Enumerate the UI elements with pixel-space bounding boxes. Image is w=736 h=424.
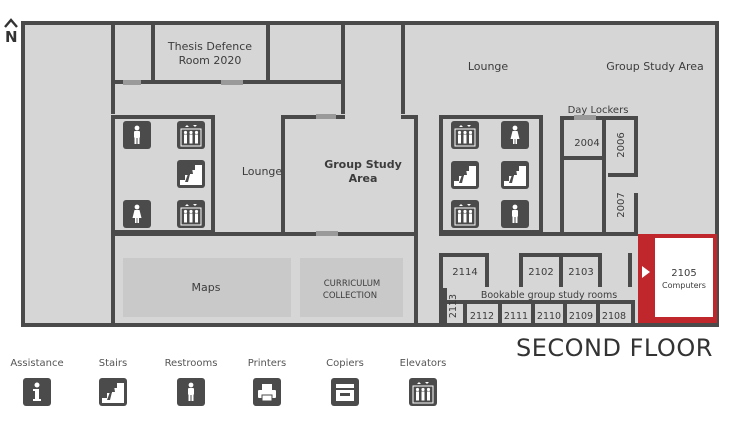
legend-elevators-label: Elevators [399,358,447,369]
room-labels: Thesis Defence Room 2020 Lounge Group St… [167,40,706,322]
group-study-center-label: Group Study [324,158,402,171]
left-facilities [123,121,205,228]
room-2108-label[interactable]: 2108 [602,311,626,322]
group-study-center-label-2: Area [349,172,378,185]
legend-copiers-label: Copiers [326,358,364,369]
legend-assistance[interactable]: Assistance [2,358,72,406]
room-2105-arrow-icon [642,266,650,278]
north-label: N [5,28,18,46]
printer-icon [253,378,281,406]
room-2110-label[interactable]: 2110 [537,311,561,322]
right-facilities [451,121,529,228]
room-2109-label[interactable]: 2109 [569,311,593,322]
day-lockers-label: Day Lockers [568,105,629,116]
room-2114-label[interactable]: 2114 [452,267,477,278]
floor-title: SECOND FLOOR [516,334,713,362]
elevator-icon [409,378,437,406]
door-marks [123,80,596,236]
legend-restrooms-label: Restrooms [164,358,218,369]
legend-printers[interactable]: Printers [232,358,302,406]
curriculum-label: CURRICULUM [324,279,381,289]
legend: Assistance Stairs Restrooms Printers Cop… [0,358,470,418]
lounge-top-label: Lounge [468,60,509,73]
room-2111-label[interactable]: 2111 [504,311,528,322]
room-2007-label[interactable]: 2007 [616,192,627,217]
lounge-left-label: Lounge [242,165,283,178]
room-2102-label[interactable]: 2102 [528,267,553,278]
thesis-room-number[interactable]: Room 2020 [179,54,242,67]
legend-assistance-label: Assistance [10,358,64,369]
maps-label: Maps [192,281,221,294]
bookable-rooms-label: Bookable group study rooms [481,290,617,301]
room-2105-panel [655,238,713,317]
room-2004-label[interactable]: 2004 [574,138,599,149]
room-2105-label[interactable]: 2105 [671,268,696,279]
copier-icon [331,378,359,406]
thesis-room-label[interactable]: Thesis Defence [167,40,252,53]
exterior-walls [21,21,719,327]
legend-copiers[interactable]: Copiers [310,358,380,406]
restroom-icon [177,378,205,406]
info-icon [23,378,51,406]
legend-elevators[interactable]: Elevators [388,358,458,406]
room-2103-label[interactable]: 2103 [568,267,593,278]
room-2105-sub-label: Computers [662,281,706,290]
group-study-top-label: Group Study Area [606,60,704,73]
legend-stairs[interactable]: Stairs [78,358,148,406]
curriculum-block [300,258,403,317]
stairs-icon [99,378,127,406]
legend-stairs-label: Stairs [98,358,128,369]
north-arrow-icon [4,18,18,28]
maps-block [123,258,291,317]
legend-restrooms[interactable]: Restrooms [156,358,226,406]
curriculum-label-2: COLLECTION [323,291,377,301]
room-2113-label[interactable]: 2113 [448,294,459,318]
legend-printers-label: Printers [247,358,287,369]
interior-walls [111,23,638,325]
room-2112-label[interactable]: 2112 [470,311,494,322]
room-2006-label[interactable]: 2006 [616,132,627,157]
compass: N [2,16,20,46]
